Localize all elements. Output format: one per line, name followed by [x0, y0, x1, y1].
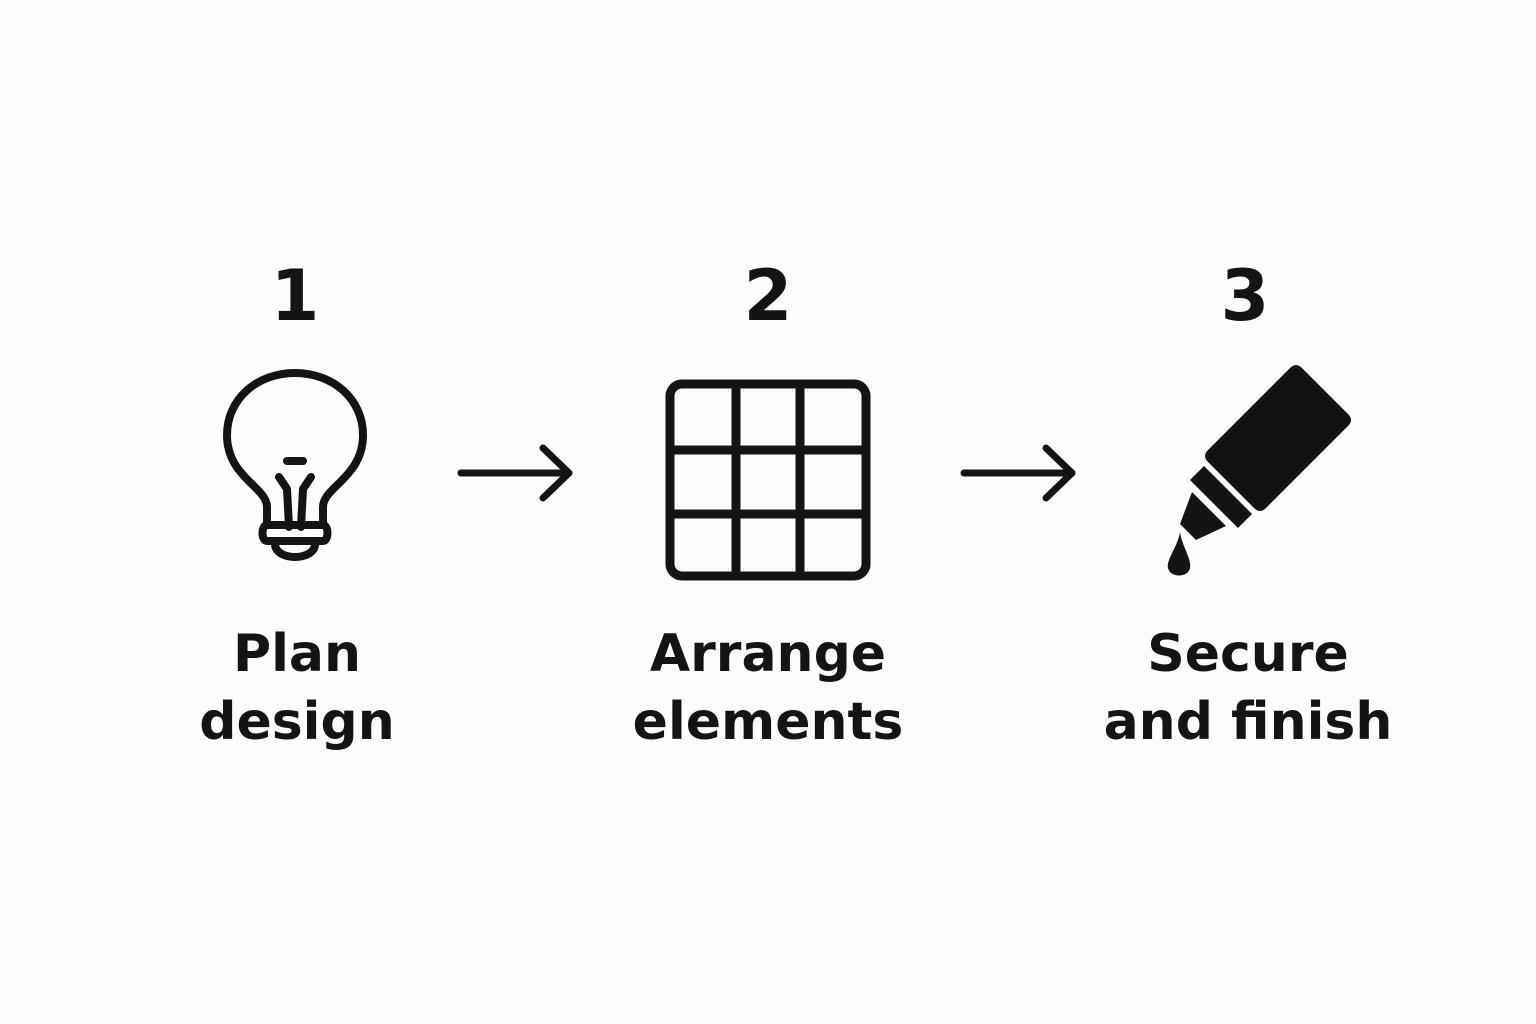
step-1-label-line-1: Plan [232, 624, 362, 684]
arrow-right-icon [960, 444, 1076, 502]
step-3-label: Secure and finish [1038, 620, 1458, 756]
step-1-number: 1 [270, 255, 320, 337]
arrow-right-icon [457, 444, 573, 502]
step-3-label-line-2: and finish [1103, 692, 1393, 752]
grid-icon [665, 379, 871, 581]
step-2-label-line-1: Arrange [649, 624, 887, 684]
step-2-number: 2 [743, 255, 793, 337]
step-2-label-line-2: elements [632, 692, 904, 752]
lightbulb-icon [223, 369, 367, 561]
step-3-label-line-1: Secure [1147, 624, 1349, 684]
step-3-number: 3 [1220, 255, 1270, 337]
step-2-label: Arrange elements [558, 620, 978, 756]
step-1-label: Plan design [87, 620, 507, 756]
step-1-label-line-2: design [199, 692, 395, 752]
glue-bottle-icon [1167, 365, 1351, 576]
